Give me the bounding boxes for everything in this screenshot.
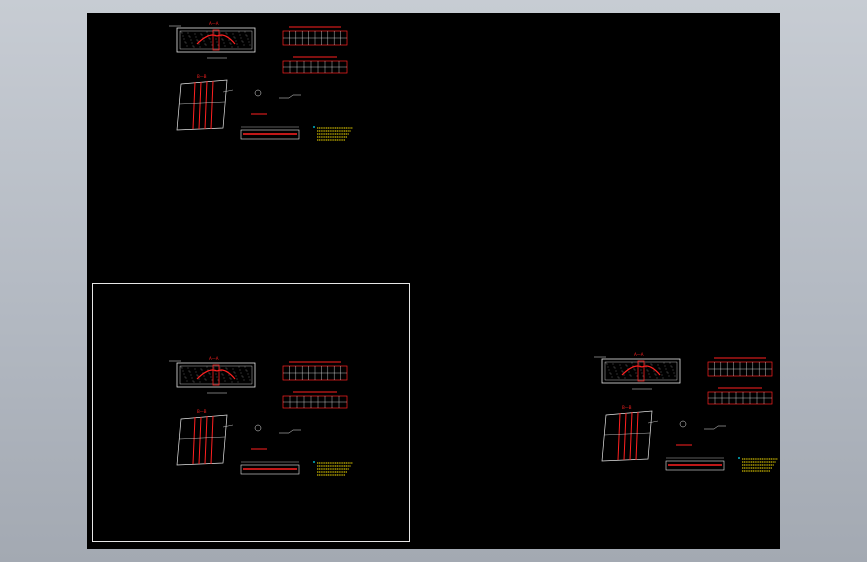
- drawing-sheet-frame: A—A B—B: [167, 353, 442, 488]
- table-2: [707, 387, 773, 405]
- table-2: [282, 391, 348, 409]
- section-b-label: B—B: [197, 74, 207, 79]
- table-2: [282, 56, 348, 74]
- table-1: [707, 357, 773, 377]
- table-1: [282, 361, 348, 381]
- section-a-label: A—A: [209, 356, 219, 361]
- section-b-drawing: [601, 410, 659, 462]
- notes-block: [738, 457, 778, 472]
- detail-symbols: [251, 89, 301, 115]
- sheet-svg: A—A B—B: [169, 356, 353, 476]
- beam-strip: [240, 461, 300, 475]
- section-a-label: A—A: [634, 352, 644, 357]
- table-1: [282, 26, 348, 46]
- beam-strip: [240, 126, 300, 140]
- drawing-sheet-right: A—A B—B: [592, 349, 780, 484]
- section-a-drawing: [169, 25, 256, 59]
- notes-block: [313, 126, 353, 141]
- section-b-label: B—B: [622, 405, 632, 410]
- beam-strip: [665, 457, 725, 471]
- section-a-drawing: [169, 360, 256, 394]
- notes-block: [313, 461, 353, 476]
- sheet-svg: A—A B—B: [594, 352, 778, 472]
- drawing-frame: [92, 283, 410, 542]
- section-b-drawing: [176, 79, 234, 131]
- detail-symbols: [676, 420, 726, 446]
- detail-symbols: [251, 424, 301, 450]
- section-b-label: B—B: [197, 409, 207, 414]
- drawing-sheet-top-left: A—A B—B: [167, 18, 442, 153]
- section-b-drawing: [176, 414, 234, 466]
- section-a-drawing: [594, 356, 681, 390]
- sheet-svg: A—A B—B: [169, 21, 353, 141]
- section-a-label: A—A: [209, 21, 219, 26]
- drawing-viewport[interactable]: A—A B—B A—A B—B A—A B—B: [87, 13, 780, 549]
